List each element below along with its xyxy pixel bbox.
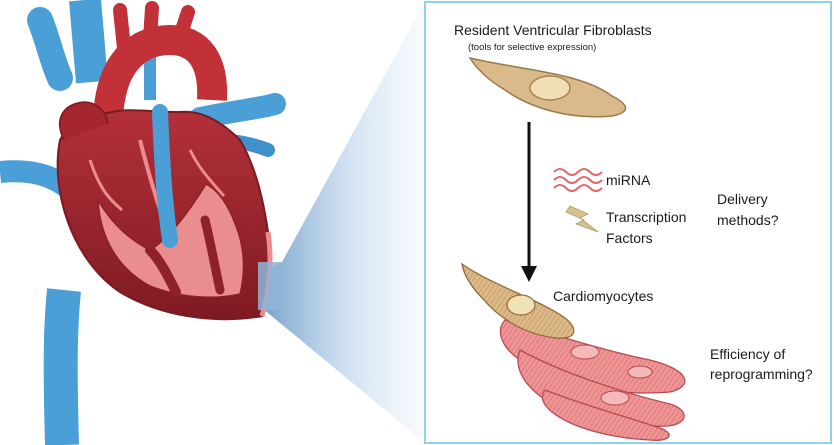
cardiomyocytes-label: Cardiomyocytes: [553, 288, 653, 304]
mirna-label: miRNA: [606, 172, 650, 188]
transcription-label-line2: Factors: [606, 230, 653, 246]
transcription-label-line1: Transcription: [606, 209, 686, 225]
delivery-label-line2: methods?: [717, 212, 778, 228]
heart-illustration: [0, 0, 275, 445]
zoom-wedge: [262, 2, 425, 443]
delivery-label-line1: Delivery: [717, 191, 768, 207]
efficiency-label-line1: Efficiency of: [710, 346, 785, 362]
fibroblast-title: Resident Ventricular Fibroblasts: [454, 22, 652, 38]
zoom-source-box: [258, 262, 284, 310]
fibroblast-subtitle: (tools for selective expression): [468, 42, 596, 53]
efficiency-label-line2: reprogramming?: [710, 366, 813, 382]
